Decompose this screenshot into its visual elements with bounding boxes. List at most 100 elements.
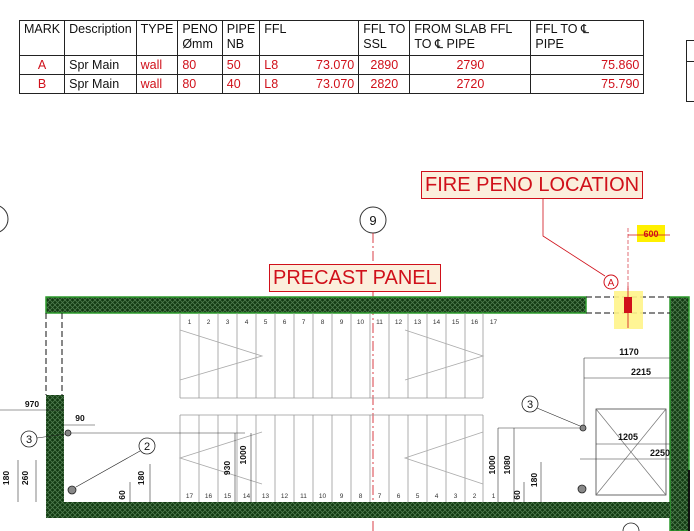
- tread-number: 2: [473, 493, 477, 500]
- pipe-point-2: [67, 485, 77, 495]
- header-ffl: FFL: [259, 20, 360, 56]
- header-ffl-to-pipe: FFL TO ℄PIPE: [530, 20, 645, 56]
- marker-2-leader: [75, 450, 141, 488]
- shaft-box: [595, 408, 667, 496]
- tread-number: 8: [359, 493, 363, 500]
- dim-1080: 1080: [502, 455, 512, 474]
- wall-right: [669, 296, 690, 531]
- dim-1205: 1205: [618, 432, 638, 442]
- tread-number: 17: [490, 319, 498, 326]
- cell-level: L8: [264, 77, 279, 91]
- tread-number: 3: [454, 493, 458, 500]
- cell-ffl-ssl: 2820: [358, 74, 411, 94]
- precast-panel-callout: PRECAST PANEL: [269, 264, 441, 292]
- tread-number: 7: [378, 493, 382, 500]
- dim-260: 260: [20, 471, 30, 485]
- tread-number: 1: [188, 319, 192, 326]
- tread-number: 1: [492, 493, 496, 500]
- dim-1000-right: 1000: [487, 455, 497, 474]
- tread-number: 11: [300, 493, 307, 500]
- cell-ffl-value: 73.070: [316, 77, 355, 91]
- tread-number: 3: [226, 319, 230, 326]
- stair-flight-lower: [178, 414, 484, 502]
- cell-peno: 80: [177, 74, 223, 94]
- tread-number: 11: [376, 319, 383, 326]
- cell-type: wall: [135, 74, 179, 94]
- shaft-cross: [595, 408, 667, 496]
- wall-top: [45, 296, 587, 314]
- tread-number: 4: [245, 319, 249, 326]
- tread-number: 4: [435, 493, 439, 500]
- marker-3-left: [20, 430, 38, 448]
- dim-60-right: 60: [512, 490, 522, 500]
- dim-1000-left: 1000: [238, 445, 248, 464]
- dim-60-left: 60: [117, 490, 127, 500]
- tread-number: 12: [281, 493, 289, 500]
- tread-number: 2: [207, 319, 211, 326]
- tread-number: 5: [264, 319, 268, 326]
- grid-bubble-partial: [0, 205, 9, 233]
- cell-ffl: L8 73.070: [259, 55, 360, 75]
- cell-pipe: 50: [221, 55, 261, 75]
- tread-number: 12: [395, 319, 403, 326]
- tread-number: 7: [302, 319, 306, 326]
- marker-partial-bottom: [622, 522, 640, 531]
- pipe-point-3-left: [64, 429, 72, 437]
- marker-3-right: [521, 395, 539, 413]
- tread-number: 13: [262, 493, 270, 500]
- tread-number: 16: [471, 319, 479, 326]
- dim-lines-center-right: [497, 427, 583, 502]
- dim-180-right: 180: [529, 473, 539, 487]
- tread-number: 10: [357, 319, 365, 326]
- dim-930: 930: [222, 461, 232, 475]
- cell-ffl-pipe: 75.790: [530, 74, 645, 94]
- tread-number: 6: [397, 493, 401, 500]
- dim-90: 90: [75, 413, 85, 423]
- cell-slab-pipe: 2720: [409, 74, 532, 94]
- marker-2: [138, 437, 156, 455]
- tread-number: 15: [452, 319, 460, 326]
- wall-left: [46, 395, 64, 505]
- dim-2215: 2215: [631, 367, 651, 377]
- cell-ffl-value: 73.070: [316, 58, 355, 72]
- grid-label-9: 9: [369, 213, 376, 228]
- marker-3-right-label: 3: [527, 399, 533, 411]
- peno-mark-label: A: [608, 278, 615, 289]
- cell-level: L8: [264, 58, 279, 72]
- tread-number: 13: [414, 319, 422, 326]
- tread-number: 6: [283, 319, 287, 326]
- callout-leader-fire-peno: [542, 198, 606, 277]
- marker-3-left-label: 3: [26, 434, 32, 446]
- peno-mark-bubble: [603, 274, 619, 290]
- header-description: Description: [64, 20, 137, 56]
- cell-ffl-pipe: 75.860: [530, 55, 645, 75]
- tread-number: 5: [416, 493, 420, 500]
- dim-2250: 2250: [650, 448, 670, 458]
- dim-lines-left: [0, 409, 252, 502]
- tread-number: 17: [186, 493, 194, 500]
- cell-peno: 80: [177, 55, 223, 75]
- tread-number: 15: [224, 493, 232, 500]
- marker-2-label: 2: [144, 441, 150, 453]
- tread-number: 9: [340, 493, 344, 500]
- marker-3-left-leader: [36, 433, 66, 439]
- marker-3-right-leader: [536, 407, 581, 427]
- cell-description: Spr Main: [64, 74, 137, 94]
- cell-ffl: L8 73.070: [259, 74, 360, 94]
- pipe-point-3-right: [579, 424, 587, 432]
- dim-lines-right: [580, 357, 670, 460]
- stair-flight-upper: [179, 313, 485, 399]
- cell-description: Spr Main: [64, 55, 137, 75]
- tread-number: 9: [340, 319, 344, 326]
- header-mark: MARK: [18, 20, 66, 56]
